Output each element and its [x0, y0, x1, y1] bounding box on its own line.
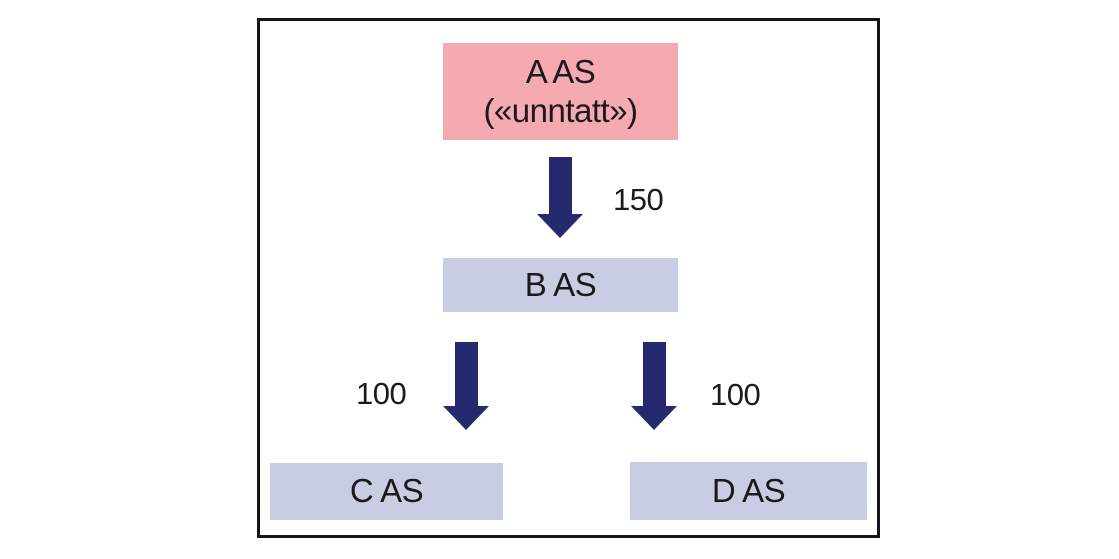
node-b-as: B AS — [443, 258, 678, 312]
node-a-as: A AS («unntatt») — [443, 43, 678, 140]
arrow-shaft — [642, 342, 666, 406]
node-d-as: D AS — [630, 462, 867, 520]
node-c-as-label: C AS — [349, 472, 424, 510]
arrow-head — [537, 214, 583, 238]
down-arrow-icon — [537, 157, 583, 238]
down-arrow-icon — [443, 342, 489, 430]
node-c-as: C AS — [270, 463, 503, 520]
arrow-shaft — [454, 342, 478, 406]
node-a-as-label-line2: («unntatt») — [483, 91, 638, 129]
edge-label-b-c: 100 — [356, 376, 407, 411]
edge-label-a-b: 150 — [613, 182, 664, 217]
arrow-head — [631, 406, 677, 430]
edge-label-b-d: 100 — [710, 377, 761, 412]
arrow-head — [443, 406, 489, 430]
down-arrow-icon — [631, 342, 677, 430]
arrow-shaft — [548, 157, 572, 214]
node-b-as-label: B AS — [524, 265, 597, 303]
node-a-as-label-line1: A AS — [525, 52, 596, 90]
node-d-as-label: D AS — [711, 471, 786, 509]
